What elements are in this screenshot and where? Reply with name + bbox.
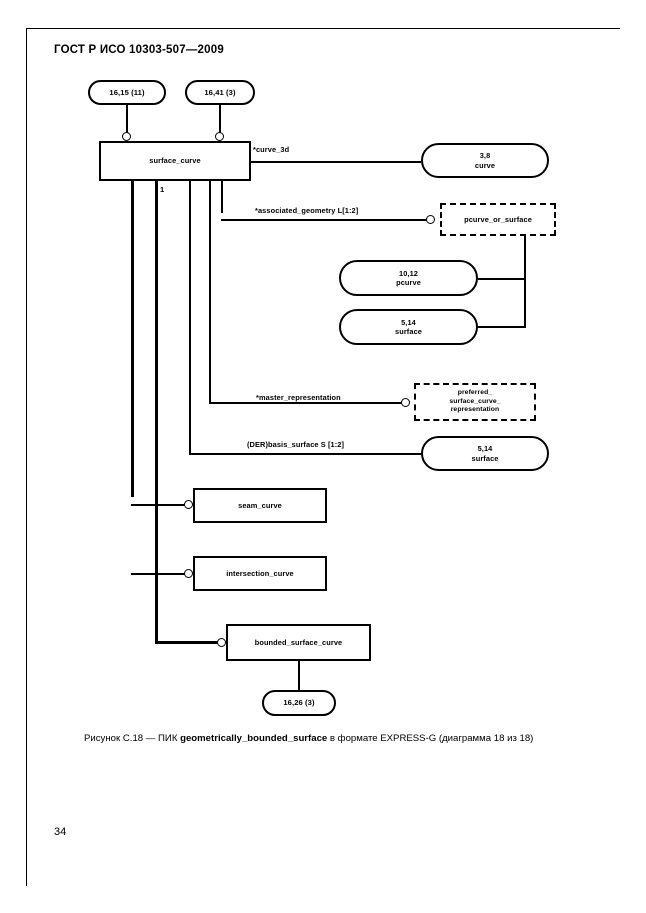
connector-basis-surface: [189, 453, 422, 455]
stub-basis-surface: [189, 181, 191, 453]
connector-circle-master-representation: [401, 398, 410, 407]
stub-associated-geometry: [221, 181, 223, 213]
select-tree-branch-surface: [478, 326, 526, 328]
connector-associated-geometry: [221, 219, 429, 221]
connector-bottom-vertical: [298, 661, 300, 690]
ref-pcurve-page: 10,12: [399, 268, 418, 278]
connector-master-representation: [209, 402, 404, 404]
stub-seam-intersection: [131, 181, 135, 497]
select-preferred-line-1: preferred_: [457, 389, 493, 397]
ref-surface-lower-name: surface: [471, 453, 499, 463]
connector-top-right-vertical: [219, 105, 221, 134]
connector-circle-seam-curve: [184, 500, 193, 509]
ref-surface-lower: 5,14 surface: [421, 436, 549, 471]
cardinality-one: 1: [160, 185, 165, 194]
figure-caption-entity: geometrically_bounded_surface: [180, 733, 328, 744]
connector-seam-curve: [131, 504, 188, 506]
page-ref-bottom[interactable]: 16,26 (3): [262, 690, 336, 716]
connector-top-left-vertical: [126, 105, 128, 134]
select-preferred-line-3: representation: [450, 406, 500, 414]
select-pcurve-or-surface[interactable]: pcurve_or_surface: [440, 203, 556, 236]
ref-curve: 3,8 curve: [421, 143, 549, 178]
select-tree-branch-pcurve: [478, 278, 526, 280]
stub-bounded: [155, 181, 159, 641]
page-border-left: [26, 28, 27, 886]
connector-curve-3d: [251, 161, 421, 163]
entity-surface-curve[interactable]: surface_curve: [99, 141, 251, 181]
connector-circle-associated-geometry: [426, 215, 435, 224]
page-ref-top-left[interactable]: 16,15 (11): [88, 80, 166, 105]
attribute-label-curve-3d: *curve_3d: [253, 145, 290, 154]
figure-caption: Рисунок С.18 — ПИК geometrically_bounded…: [84, 733, 584, 744]
ref-surface-lower-page: 5,14: [477, 444, 493, 454]
connector-circle-top-left: [122, 132, 131, 141]
entity-seam-curve[interactable]: seam_curve: [193, 488, 327, 523]
ref-surface-upper: 5,14 surface: [339, 309, 478, 345]
connector-bounded-surface-curve: [155, 641, 221, 645]
figure-caption-suffix: в формате EXPRESS-G (диаграмма 18 из 18): [327, 733, 534, 744]
connector-intersection-curve: [131, 573, 188, 575]
select-preferred-line-2: surface_curve_: [449, 397, 501, 405]
connector-circle-top-right: [215, 132, 224, 141]
ref-surface-upper-name: surface: [395, 327, 422, 336]
ref-curve-page: 3,8: [479, 151, 491, 161]
ref-curve-name: curve: [474, 160, 496, 170]
connector-circle-bounded-surface-curve: [217, 638, 226, 647]
ref-pcurve-name: pcurve: [396, 278, 421, 287]
attribute-label-associated-geometry: *associated_geometry L[1:2]: [255, 206, 359, 215]
select-preferred-surface-curve-representation: preferred_ surface_curve_ representation: [414, 383, 536, 421]
attribute-label-master-representation: *master_representation: [256, 393, 341, 402]
page-border-top: [26, 28, 620, 29]
ref-pcurve: 10,12 pcurve: [339, 260, 478, 296]
connector-circle-intersection-curve: [184, 569, 193, 578]
figure-caption-prefix: Рисунок С.18 — ПИК: [84, 733, 181, 744]
select-tree-vertical: [524, 236, 526, 327]
document-header: ГОСТ Р ИСО 10303-507—2009: [54, 44, 224, 56]
page-ref-top-right[interactable]: 16,41 (3): [185, 80, 255, 105]
stub-master-repr: [209, 181, 211, 402]
attribute-label-basis-surface: (DER)basis_surface S [1:2]: [247, 440, 345, 449]
entity-bounded-surface-curve[interactable]: bounded_surface_curve: [226, 624, 371, 661]
entity-intersection-curve[interactable]: intersection_curve: [193, 556, 327, 591]
ref-surface-upper-page: 5,14: [401, 317, 416, 327]
page-number: 34: [54, 826, 67, 838]
